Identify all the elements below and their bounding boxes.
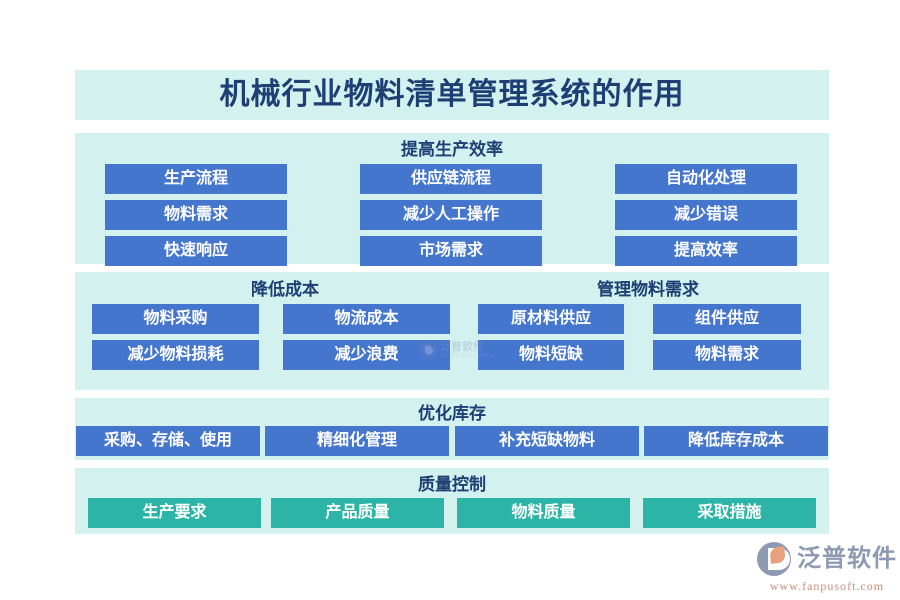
section-heading-manage-material-demand: 管理物料需求: [597, 280, 699, 299]
brand-url: www.fanpusoft.com: [769, 579, 885, 593]
item-box[interactable]: 减少人工操作: [360, 200, 542, 230]
title-panel: 机械行业物料清单管理系统的作用: [75, 70, 829, 120]
item-box[interactable]: 采购、存储、使用: [76, 426, 260, 456]
section-heading-optimize-inventory: 优化库存: [418, 404, 486, 423]
item-box[interactable]: 供应链流程: [360, 164, 542, 194]
item-box[interactable]: 减少错误: [615, 200, 797, 230]
item-box[interactable]: 采取措施: [643, 498, 816, 528]
item-box[interactable]: 生产流程: [105, 164, 287, 194]
item-box[interactable]: 市场需求: [360, 236, 542, 266]
brand-logo: 泛普软件 www.fanpusoft.com: [757, 540, 897, 596]
item-box[interactable]: 原材料供应: [478, 304, 624, 334]
section-heading-improve-production-efficiency: 提高生产效率: [401, 140, 503, 159]
item-box[interactable]: 物料需求: [653, 340, 801, 370]
item-box[interactable]: 减少浪费: [283, 340, 450, 370]
item-box[interactable]: 降低库存成本: [644, 426, 828, 456]
page-title: 机械行业物料清单管理系统的作用: [219, 78, 685, 111]
item-box[interactable]: 组件供应: [653, 304, 801, 334]
section-heading-quality-control: 质量控制: [418, 475, 486, 494]
item-box[interactable]: 提高效率: [615, 236, 797, 266]
item-box[interactable]: 物流成本: [283, 304, 450, 334]
item-box[interactable]: 产品质量: [271, 498, 444, 528]
item-box[interactable]: 物料采购: [92, 304, 259, 334]
item-box[interactable]: 精细化管理: [265, 426, 449, 456]
item-box[interactable]: 物料质量: [457, 498, 630, 528]
section-heading-reduce-cost: 降低成本: [251, 280, 319, 299]
section-reduce-cost-and-manage-demand: 降低成本 管理物料需求 物料采购 物流成本 原材料供应 组件供应 减少物料损耗 …: [75, 272, 829, 390]
item-box[interactable]: 减少物料损耗: [92, 340, 259, 370]
item-box[interactable]: 物料短缺: [478, 340, 624, 370]
item-box[interactable]: 物料需求: [105, 200, 287, 230]
fanpu-logo-icon: [757, 542, 791, 576]
item-box[interactable]: 生产要求: [88, 498, 261, 528]
item-box[interactable]: 补充短缺物料: [455, 426, 639, 456]
section-improve-production-efficiency: 提高生产效率 生产流程 供应链流程 自动化处理 物料需求 减少人工操作 减少错误…: [75, 133, 829, 266]
section-optimize-inventory: 优化库存 采购、存储、使用 精细化管理 补充短缺物料 降低库存成本: [75, 398, 829, 460]
section-quality-control: 质量控制 生产要求 产品质量 物料质量 采取措施: [75, 468, 829, 534]
item-box[interactable]: 快速响应: [105, 236, 287, 266]
item-box[interactable]: 自动化处理: [615, 164, 797, 194]
brand-name: 泛普软件: [797, 545, 897, 572]
